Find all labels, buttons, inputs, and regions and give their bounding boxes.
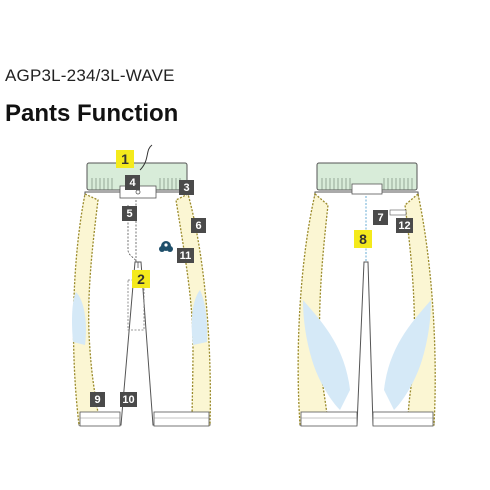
callout-5: 5 [122,206,137,221]
callout-10: 10 [120,392,137,407]
callout-6: 6 [191,218,206,233]
back-right-cuff [372,411,434,427]
callout-12: 12 [396,218,413,233]
front-fly [127,200,137,263]
front-right-cuff [153,411,210,427]
back-waist-gather [321,178,413,190]
front-left-knee-patch [72,292,86,345]
front-waist-gather [91,178,181,190]
product-code: AGP3L-234/3L-WAVE [5,66,175,85]
callout-9: 9 [90,392,105,407]
logo-emblem [159,241,173,252]
front-button [135,189,141,195]
callout-11: 11 [177,248,194,263]
callout-2: 2 [132,270,150,288]
back-right-side-panel [404,192,436,426]
callout-1: 1 [116,150,134,168]
back-left-cuff [300,411,358,427]
front-left-side-panel [72,193,101,426]
back-label [389,209,407,216]
front-drawcord [139,144,153,171]
callout-4: 4 [125,175,140,190]
callout-8: 8 [354,230,372,248]
back-right-blue-panel [384,300,431,410]
callout-7: 7 [373,210,388,225]
callout-3: 3 [179,180,194,195]
front-left-cuff [79,411,121,427]
back-left-blue-panel [303,300,350,410]
back-view [297,162,436,427]
front-right-knee-patch [191,290,208,345]
page-title: Pants Function [5,100,179,127]
